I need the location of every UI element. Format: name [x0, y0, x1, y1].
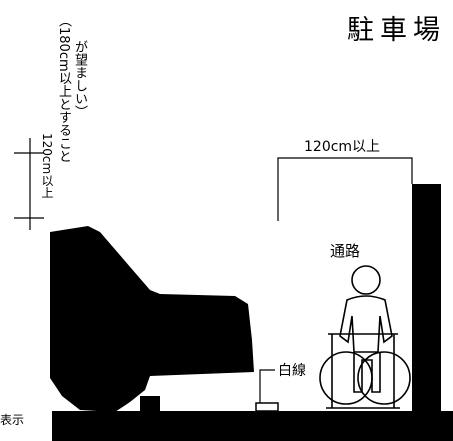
wheelchair-user-icon: [319, 265, 411, 409]
height-label: 120cm以上: [40, 133, 54, 199]
passage-label: 通路: [330, 242, 361, 260]
recommended-height-note-line1: （180cm以上とすること: [56, 14, 71, 163]
white-line-marker: [255, 402, 279, 412]
recommended-height-note-line2: が望ましい）: [72, 40, 87, 118]
ground: [52, 411, 453, 441]
width-label: 120cm以上: [304, 139, 381, 155]
vehicle-silhouette: [50, 226, 254, 412]
width-dimension-bracket: [277, 157, 413, 221]
page-title: 駐車場: [347, 15, 446, 46]
edge-text: 表示: [0, 413, 25, 427]
white-line-label: 白線: [278, 363, 306, 379]
pillar: [412, 184, 441, 411]
vehicle-bumper: [140, 396, 160, 411]
white-line-leader: [259, 369, 275, 403]
